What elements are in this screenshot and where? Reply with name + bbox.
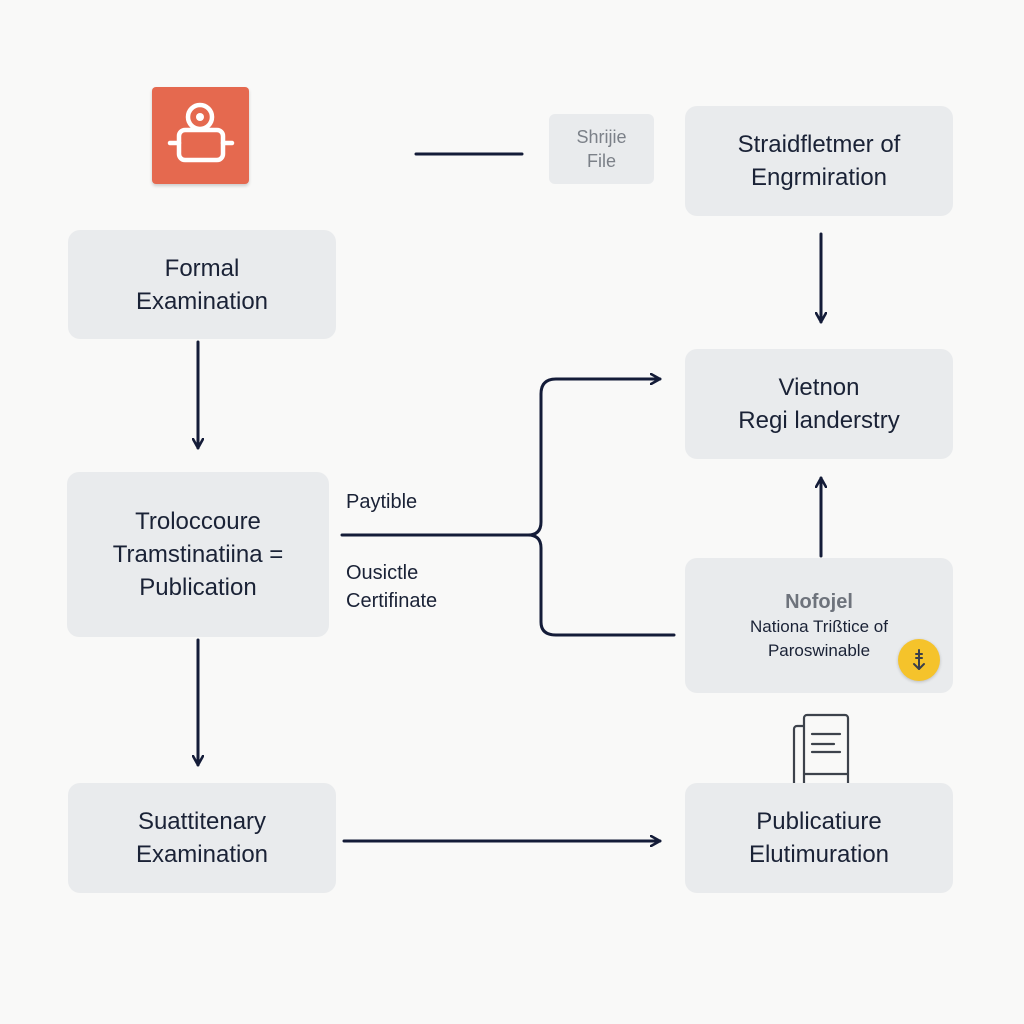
shrijie-file-line-2: File [586, 151, 616, 171]
publicatiure-line-2: Elutimuration [748, 841, 890, 868]
troloccoure-line-1: Troloccoure [135, 508, 261, 535]
document-stack-icon [788, 712, 854, 792]
shrijie-file-line-1: Shrijie [576, 127, 627, 147]
suattitenary-examination-node: Suattitenary Examination [68, 783, 336, 893]
download-badge-icon [898, 639, 940, 681]
paytible-label: Paytible [346, 491, 418, 513]
shrijie-file-node: Shrijie File [549, 114, 654, 184]
ousictle-line-2: Certifinate [346, 590, 438, 612]
publicatiure-line-1: Publicatiure [756, 808, 882, 835]
ousictle-line-1: Ousictle [346, 562, 419, 584]
arrow-branch-to-viet [526, 379, 662, 537]
nofojel-node: Nofojel Nationa Trißtice of Paroswinable [685, 558, 953, 693]
vietnon-registry-node: Vietnon Regi landerstry [685, 349, 953, 459]
formal-examination-line-2: Examination [135, 287, 269, 315]
troloccoure-line-2: Tramstinatiina = [112, 541, 284, 568]
vietnon-line-1: Vietnon [778, 374, 860, 401]
nofojel-title: Nofojel [785, 590, 853, 613]
nofojel-line-1: Nationa Trißtice of [750, 616, 888, 636]
formal-examination-node: Formal Examination [68, 230, 336, 339]
publicatiure-node: Publicatiure Elutimuration [685, 783, 953, 893]
formal-examination-line-1: Formal [164, 254, 240, 282]
straidfletmer-line-1: Straidfletmer of [737, 131, 901, 158]
vietnon-line-2: Regi landerstry [738, 407, 900, 434]
nofojel-line-2: Paroswinable [767, 640, 871, 660]
suattitenary-line-1: Suattitenary [137, 808, 267, 835]
ousictle-certificate-label: Ousictle Certifinate [346, 559, 437, 615]
suattitenary-line-2: Examination [135, 841, 269, 868]
person-at-desk-icon [152, 87, 249, 184]
troloccoure-line-3: Publication [139, 574, 257, 601]
troloccoure-publication-node: Troloccoure Tramstinatiina = Publication [67, 472, 329, 637]
straidfletmer-line-2: Engrmiration [750, 164, 888, 191]
connector-branch-to-nofo [526, 533, 676, 637]
straidfletmer-node: Straidfletmer of Engrmiration [685, 106, 953, 216]
